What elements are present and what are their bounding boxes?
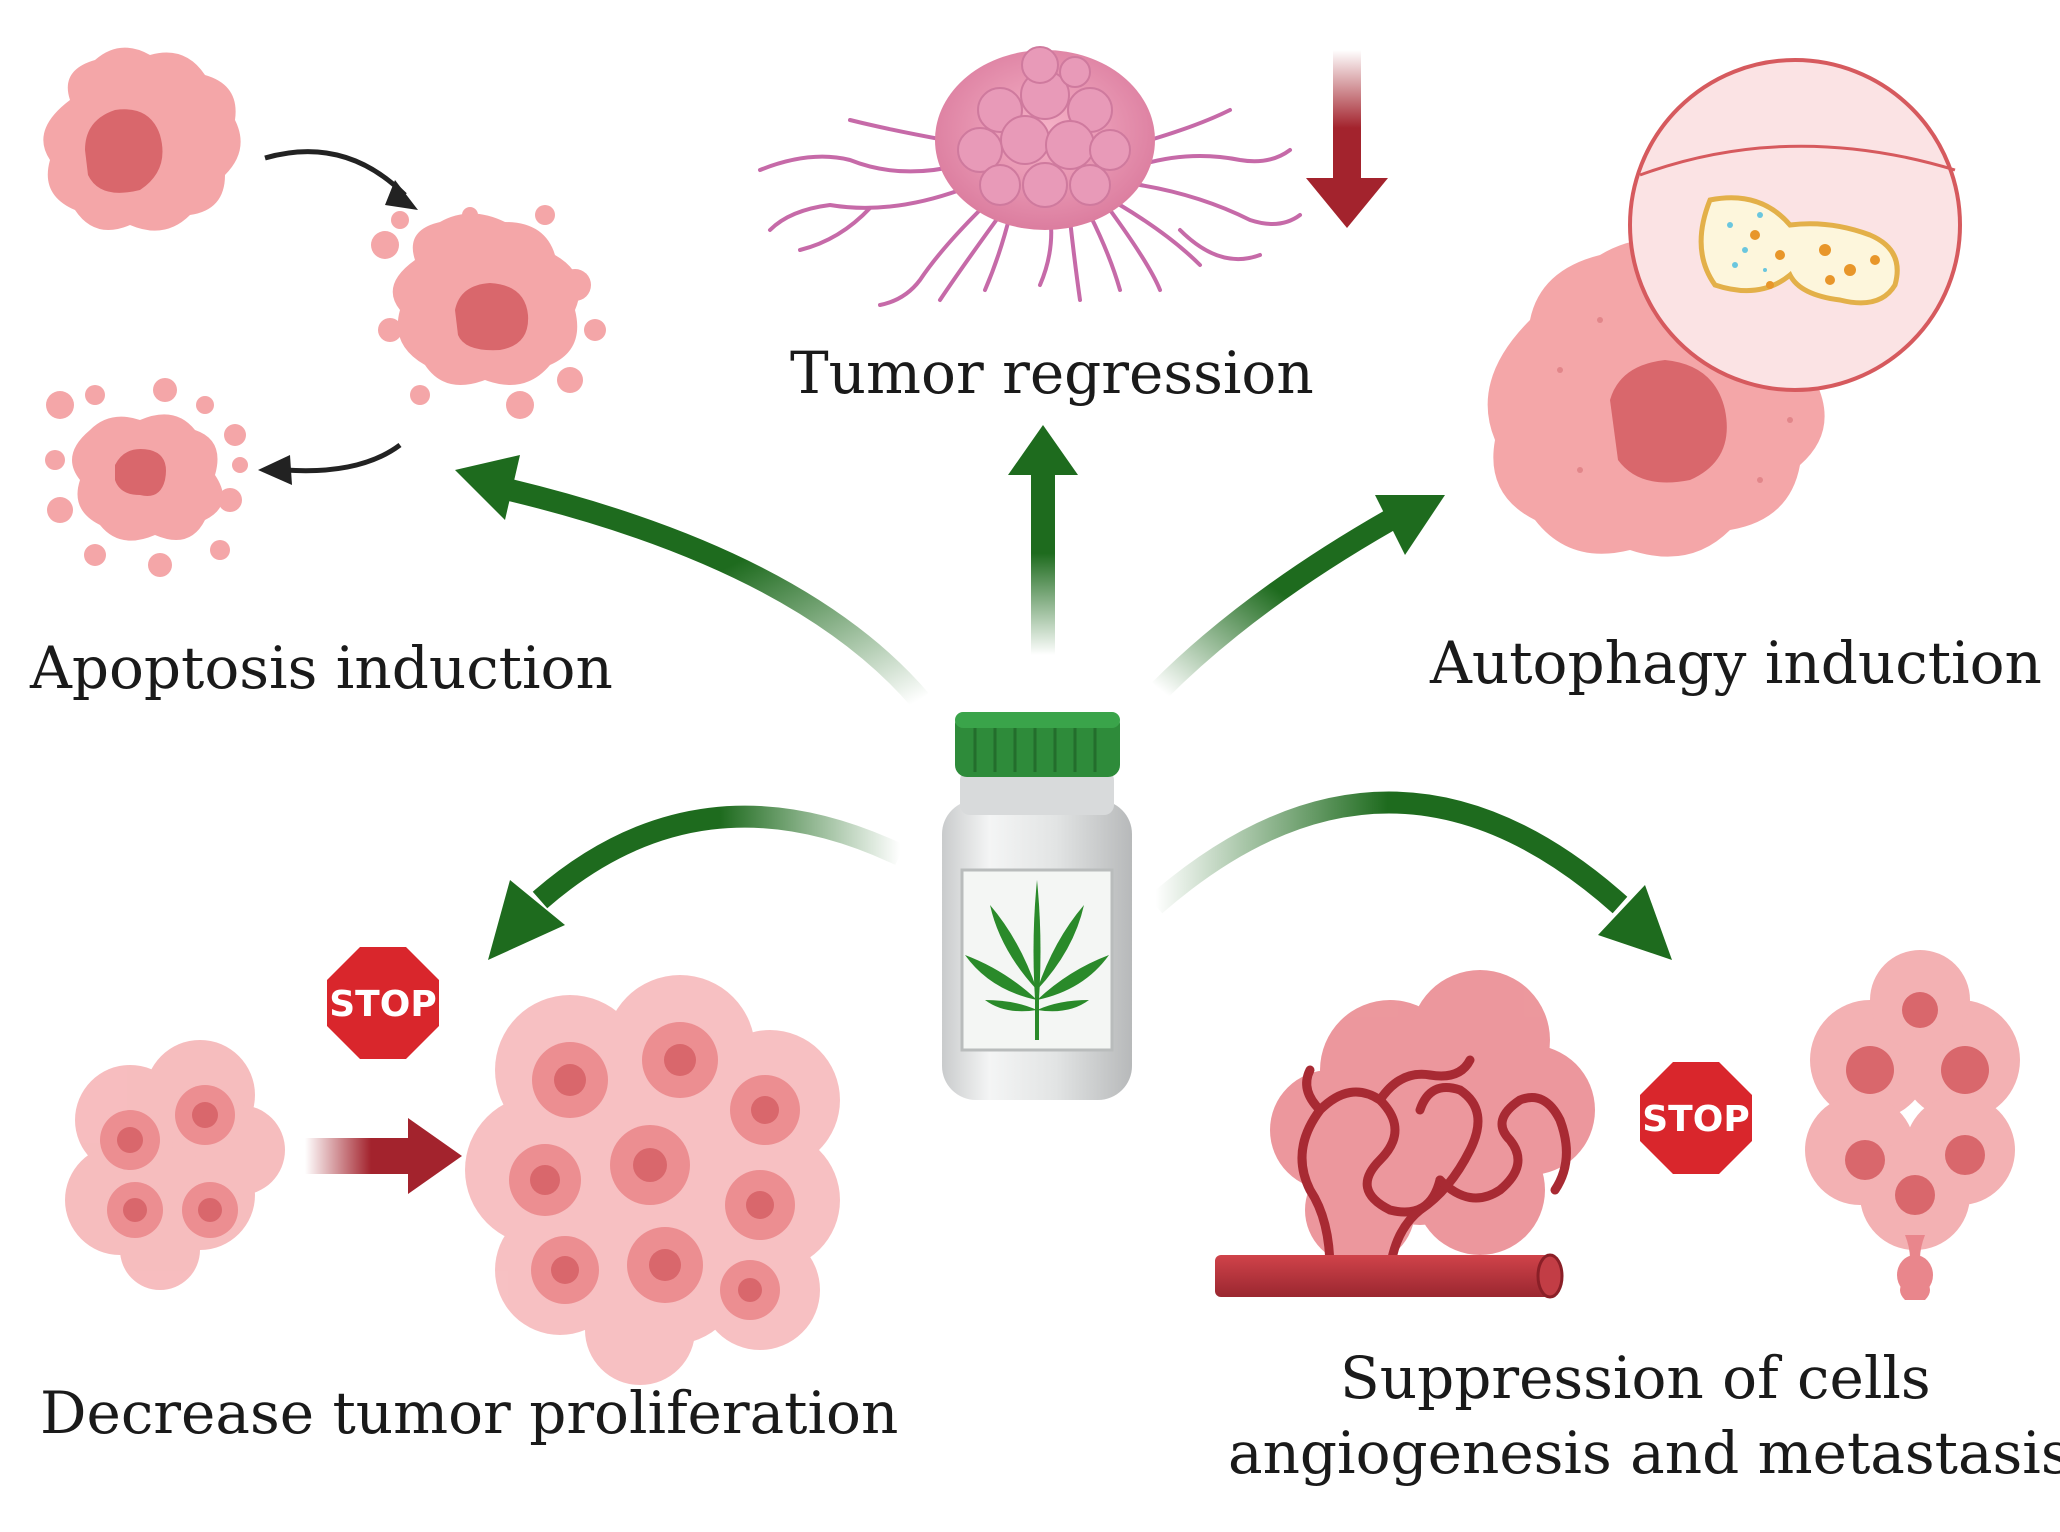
green-arrows	[455, 425, 1672, 960]
apoptosis-induction-label: Apoptosis induction	[30, 634, 613, 702]
stop-sign-icon: STOP	[320, 940, 446, 1066]
blood-vessel-icon	[1215, 970, 1595, 1299]
suppression-label-line2: angiogenesis and metastasis	[1228, 1419, 2060, 1487]
tumor-regression-label: Tumor regression	[790, 339, 1314, 407]
autophagy-cell-icon	[1487, 58, 1962, 557]
proliferation-cells-icon	[65, 975, 840, 1385]
apoptosis-cell-icon	[43, 47, 606, 577]
tumor-icon	[758, 46, 1388, 307]
stop-sign-left-label: STOP	[329, 984, 436, 1025]
metastasis-cluster-icon	[1805, 950, 2020, 1300]
suppression-label-line1: Suppression of cells	[1340, 1344, 1931, 1412]
autophagy-induction-label: Autophagy induction	[1430, 629, 2042, 697]
stop-sign-icon: STOP	[1633, 1055, 1759, 1181]
stop-sign-right-label: STOP	[1642, 1099, 1749, 1140]
decrease-proliferation-label: Decrease tumor proliferation	[40, 1379, 899, 1447]
cannabis-bottle-icon	[942, 712, 1132, 1100]
